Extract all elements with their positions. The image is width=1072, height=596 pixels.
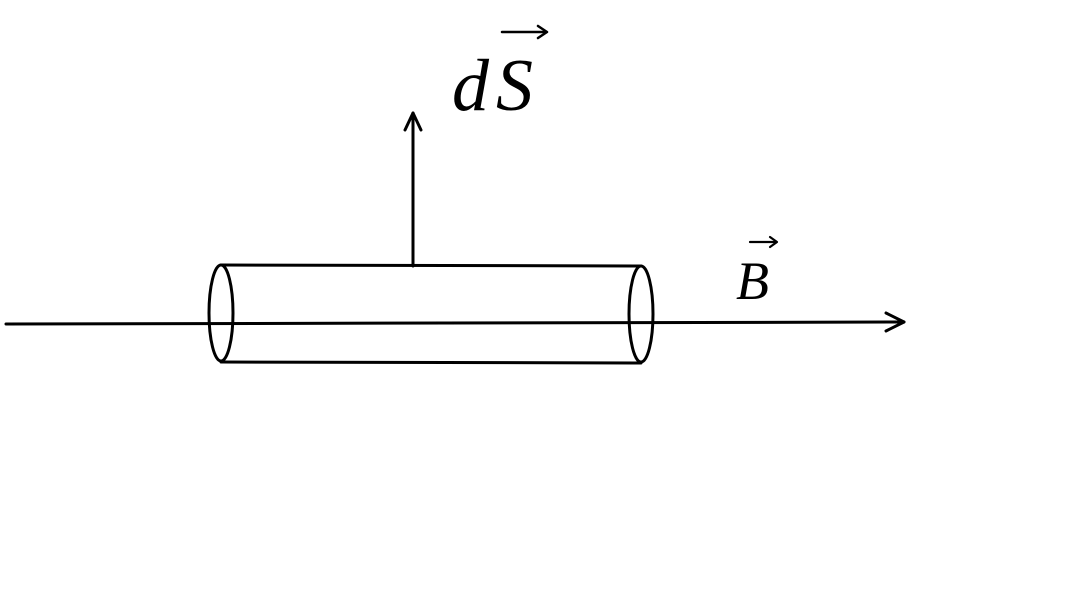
surface-vector-label-symbol: S bbox=[496, 45, 533, 127]
cylinder bbox=[207, 263, 655, 365]
surface-vector-overarrow bbox=[500, 24, 549, 40]
field-label: B bbox=[736, 235, 779, 311]
cylinder-bottom-edge bbox=[219, 360, 643, 365]
field-line-arrowhead bbox=[884, 311, 906, 333]
field-label-symbol: B bbox=[736, 251, 769, 311]
field-label-overarrow bbox=[748, 235, 779, 249]
surface-vector-label-prefix: d bbox=[452, 45, 490, 127]
field-line-shaft bbox=[4, 320, 906, 326]
field-line-arrow bbox=[4, 311, 906, 333]
cylinder-top-edge bbox=[219, 263, 643, 268]
surface-vector-label: d S bbox=[452, 24, 549, 127]
surface-normal-arrowhead bbox=[403, 111, 423, 132]
cylinder-left-end bbox=[207, 263, 235, 363]
cylinder-right-end bbox=[627, 264, 655, 364]
surface-normal-arrow bbox=[403, 111, 423, 268]
